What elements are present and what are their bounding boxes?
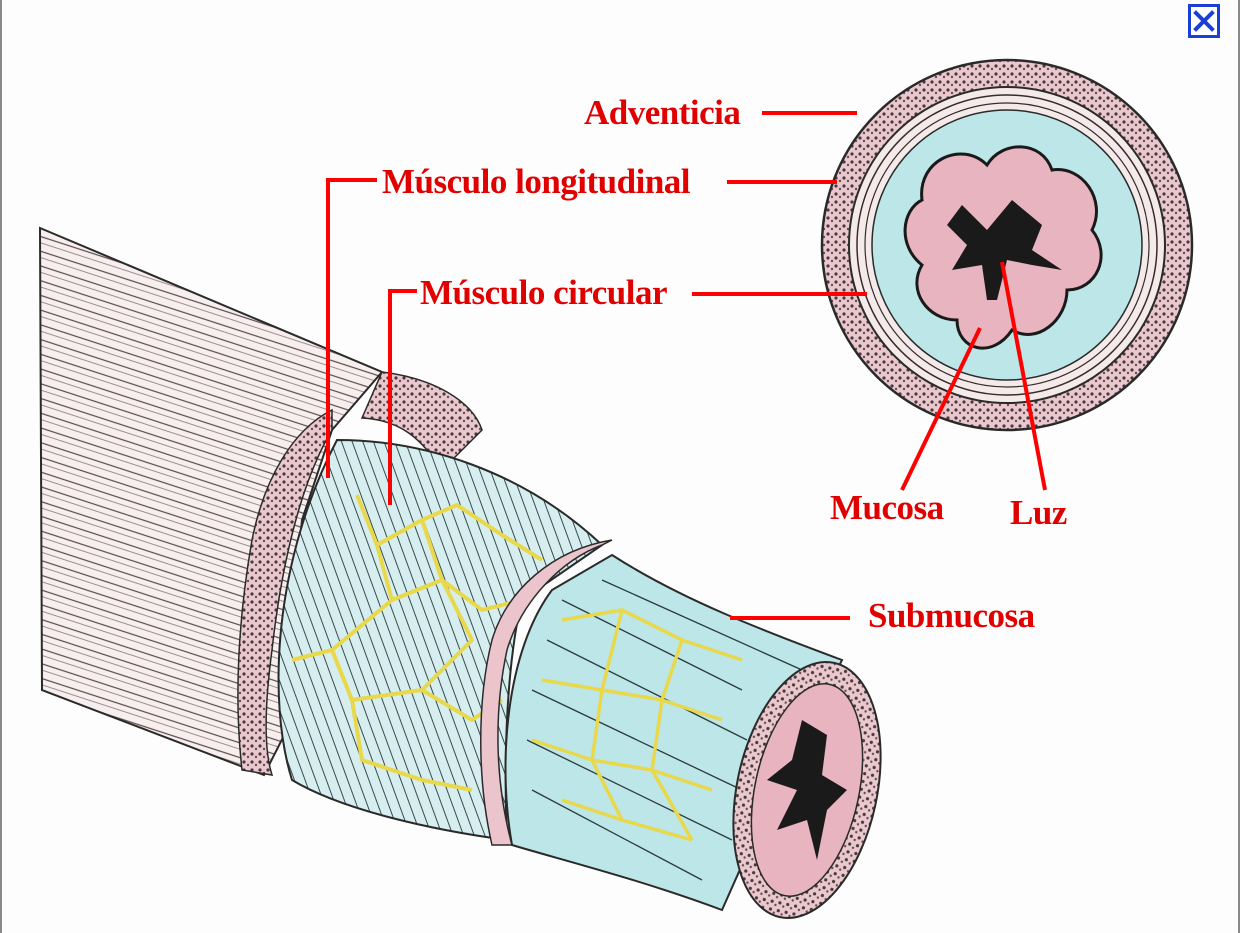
submucosal-plexus bbox=[531, 608, 743, 842]
myenteric-plexus bbox=[291, 494, 544, 792]
circular-muscle-segment bbox=[277, 438, 613, 846]
cross-section bbox=[820, 58, 1194, 432]
leader-lines bbox=[326, 111, 1047, 620]
close-button[interactable] bbox=[1188, 4, 1220, 38]
luz-leader-line bbox=[1000, 261, 1047, 491]
label-adventicia: Adventicia bbox=[584, 93, 741, 132]
label-mucosa: Mucosa bbox=[830, 488, 944, 527]
tube-cut-end bbox=[732, 661, 882, 919]
label-luz: Luz bbox=[1010, 493, 1067, 532]
label-musculo-longitudinal: Músculo longitudinal bbox=[382, 162, 691, 201]
label-submucosa: Submucosa bbox=[868, 596, 1035, 635]
circular-leader-line-left bbox=[388, 289, 417, 505]
longitudinal-leader-line-left bbox=[326, 178, 377, 478]
close-icon bbox=[1193, 10, 1215, 32]
mucosa-leader-line bbox=[900, 327, 982, 491]
longitudinal-muscle-segment bbox=[38, 226, 483, 777]
label-musculo-circular: Músculo circular bbox=[420, 273, 668, 312]
